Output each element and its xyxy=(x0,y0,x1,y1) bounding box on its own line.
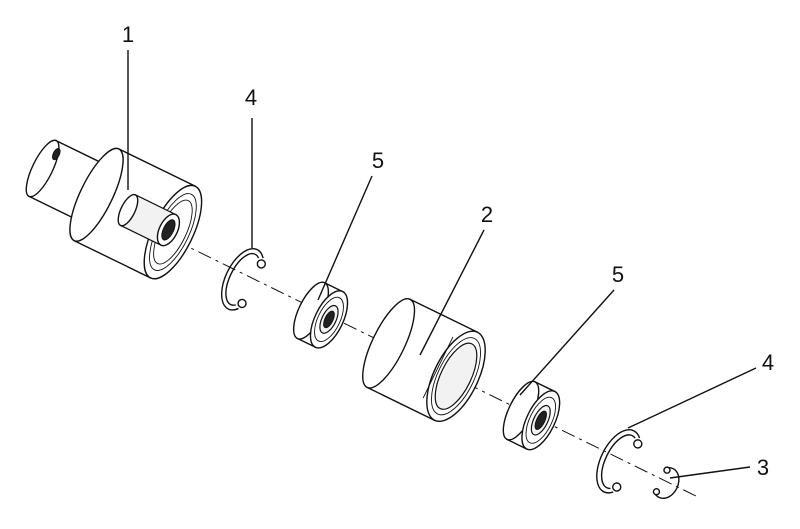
part-5-bearing-right xyxy=(502,380,561,451)
leader-3 xyxy=(669,466,751,479)
callout-5-right: 5 xyxy=(612,262,624,287)
part-3-circlip xyxy=(652,466,680,500)
callout-3: 3 xyxy=(757,455,769,480)
leader-5-left xyxy=(317,175,373,301)
part-4-retaining-ring-right xyxy=(596,429,643,494)
callout-4-right: 4 xyxy=(762,350,774,375)
callout-2: 2 xyxy=(481,202,493,227)
part-1-shaft-housing xyxy=(25,139,203,280)
callout-5-left: 5 xyxy=(372,148,384,173)
part-5-bearing-left xyxy=(292,281,349,349)
part-2-roller-sleeve xyxy=(362,298,486,423)
leader-4-right xyxy=(627,367,757,429)
callout-1: 1 xyxy=(122,22,134,47)
leader-5-right xyxy=(519,289,615,396)
leader-2 xyxy=(419,229,485,356)
part-4-retaining-ring-left xyxy=(220,248,267,311)
callout-4-left: 4 xyxy=(245,85,257,110)
